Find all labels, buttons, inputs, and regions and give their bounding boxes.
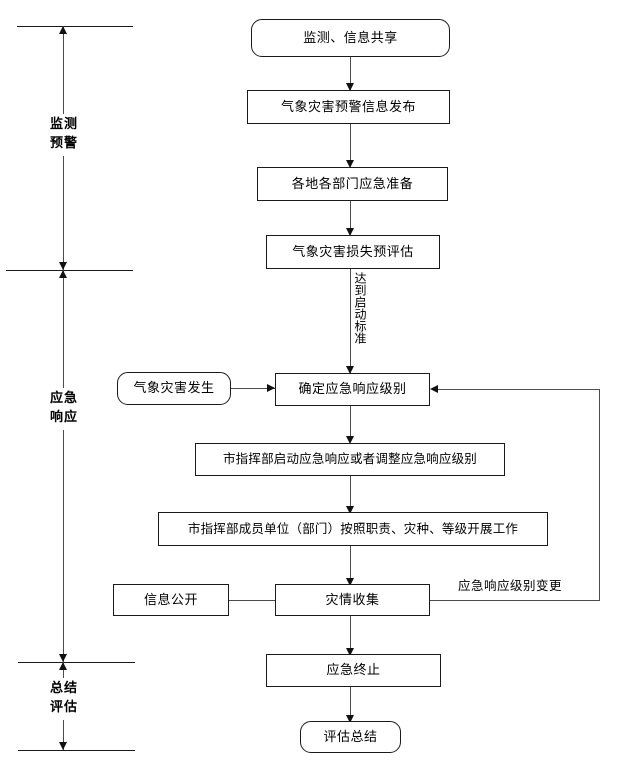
arrow-hq-to-member-units — [346, 506, 354, 514]
connector-warning-to-prepare — [350, 124, 351, 167]
connector-occurs-to-determine — [231, 388, 275, 389]
phase-arrow-response-bottom — [59, 654, 67, 662]
feedback-line-top — [438, 389, 600, 390]
connector-hq-to-member-units — [350, 476, 351, 512]
edge-label-trigger-standard: 达到启动标准 — [353, 272, 367, 344]
connector-member-units-to-collect — [350, 546, 351, 584]
connector-collect-to-end — [350, 616, 351, 654]
phase-label-monitoring: 监测 预警 — [30, 114, 98, 156]
connector-end-to-summary — [350, 687, 351, 721]
node-hq-activate[interactable]: 市指挥部启动应急响应或者调整应急响应级别 — [195, 443, 505, 476]
feedback-line-bottom — [430, 600, 600, 601]
node-emergency-end[interactable]: 应急终止 — [266, 654, 441, 687]
phase-axis-response — [63, 270, 64, 662]
arrow-warning-to-prepare — [346, 160, 354, 168]
node-loss-preassess[interactable]: 气象灾害损失预评估 — [266, 235, 440, 269]
phase-divider-lower — [18, 662, 135, 663]
node-info-public[interactable]: 信息公开 — [113, 584, 229, 616]
arrow-preassess-to-determine — [346, 366, 354, 374]
phase-arrow-monitoring-top — [59, 26, 67, 34]
node-dept-prepare[interactable]: 各地各部门应急准备 — [257, 167, 448, 201]
arrow-determine-to-hq — [346, 436, 354, 444]
node-disaster-collect[interactable]: 灾情收集 — [275, 584, 430, 616]
node-warning-release[interactable]: 气象灾害预警信息发布 — [247, 90, 450, 124]
arrow-feedback-to-determine — [430, 385, 438, 393]
arrow-prepare-to-preassess — [346, 228, 354, 236]
phase-divider-bottom — [18, 750, 135, 751]
arrow-occurs-to-determine — [267, 384, 275, 392]
arrow-monitor-to-warning — [346, 83, 354, 91]
phase-arrow-summary-bottom — [59, 742, 67, 750]
node-member-units-work[interactable]: 市指挥部成员单位（部门）按照职责、灾种、等级开展工作 — [158, 512, 548, 546]
phase-divider-top — [17, 26, 133, 27]
node-disaster-occurs[interactable]: 气象灾害发生 — [117, 372, 231, 405]
connector-determine-to-hq — [350, 406, 351, 442]
node-monitor-share[interactable]: 监测、信息共享 — [251, 19, 450, 57]
connector-collect-to-info-public — [229, 600, 275, 601]
phase-divider-middle — [6, 270, 133, 271]
phase-arrow-response-top — [59, 270, 67, 278]
arrow-end-to-summary — [346, 715, 354, 723]
edge-label-level-change: 应急响应级别变更 — [458, 578, 563, 593]
phase-label-summary: 总结 评估 — [30, 678, 98, 720]
connector-preassess-to-determine — [350, 269, 351, 373]
connector-monitor-to-warning — [350, 57, 351, 90]
node-determine-level[interactable]: 确定应急响应级别 — [275, 373, 430, 406]
arrow-collect-to-end — [346, 648, 354, 656]
connector-prepare-to-preassess — [350, 201, 351, 235]
phase-label-response: 应急 响应 — [30, 388, 98, 430]
arrow-member-units-to-collect — [346, 578, 354, 586]
phase-arrow-monitoring-bottom — [59, 262, 67, 270]
feedback-line-right — [599, 389, 600, 601]
phase-arrow-summary-top — [59, 662, 67, 670]
node-assess-summary[interactable]: 评估总结 — [300, 721, 401, 753]
